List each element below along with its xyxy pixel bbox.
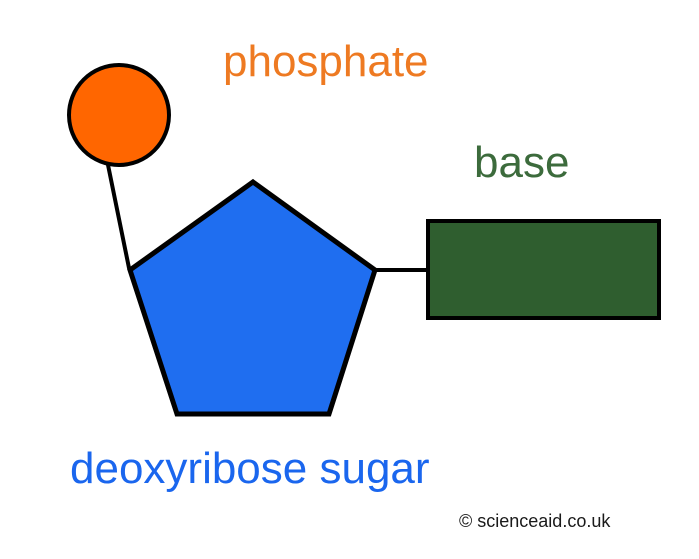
deoxyribose-sugar-label: deoxyribose sugar [70, 444, 430, 493]
rectangle-base-icon [426, 219, 661, 320]
phosphate-label: phosphate [223, 37, 429, 86]
pentagon-sugar-icon [127, 178, 378, 417]
phosphate-circle-icon [67, 63, 171, 167]
phosphate-sugar-bond [105, 158, 131, 270]
copyright-notice: © scienceaid.co.uk [459, 511, 611, 531]
base-label: base [474, 138, 570, 187]
